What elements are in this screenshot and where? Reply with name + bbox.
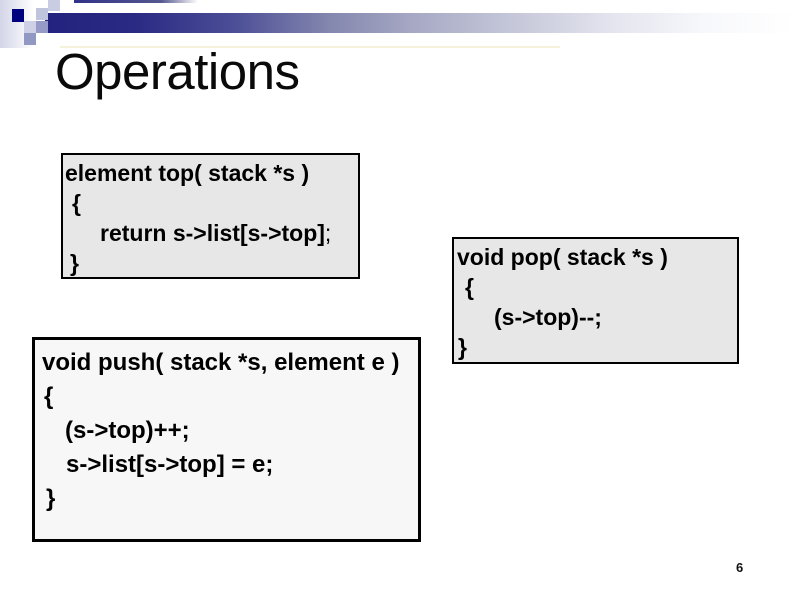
code-line-pop-close-brace: } (458, 334, 467, 360)
page-number: 6 (736, 560, 744, 575)
code-line-pop-statement: (s->top)--; (494, 304, 602, 330)
under-bar-accent-line (60, 46, 560, 48)
code-line-pop-open-brace: { (465, 274, 474, 300)
slide-title: Operations (55, 43, 300, 100)
decor-square-medium-1 (36, 21, 48, 33)
code-box-push-function: void push( stack *s, element e ) { (s->t… (32, 337, 421, 542)
code-line-pop-signature: void pop( stack *s ) (457, 244, 668, 270)
code-line-push-assignment: s->list[s->top] = e; (66, 451, 274, 478)
code-line-push-signature: void push( stack *s, element e ) (42, 349, 400, 376)
decor-square-light-3 (24, 21, 36, 33)
code-line-push-close-brace: } (46, 485, 56, 512)
decor-square-light-1 (48, 0, 60, 11)
decor-square-light-2 (36, 8, 48, 20)
top-accent-line (74, 0, 198, 3)
code-line-push-open-brace: { (44, 383, 54, 410)
code-line-top-signature: element top( stack *s ) (65, 160, 310, 186)
decor-square-medium-2 (24, 33, 36, 45)
code-box-top-function: element top( stack *s ) { return s->list… (61, 153, 360, 279)
code-box-pop-function: void pop( stack *s ) { (s->top)--; } (452, 237, 739, 364)
code-line-top-close-brace: } (70, 250, 79, 276)
code-top-return-statement: return s->list[s->top] (100, 220, 325, 246)
header-gradient-bar (45, 13, 794, 33)
code-line-push-increment: (s->top)++; (65, 417, 190, 444)
code-line-top-open-brace: { (72, 190, 81, 216)
code-line-top-return: return s->list[s->top]; (63, 218, 358, 248)
decor-square-navy (12, 9, 24, 22)
code-top-return-semicolon: ; (324, 220, 332, 246)
